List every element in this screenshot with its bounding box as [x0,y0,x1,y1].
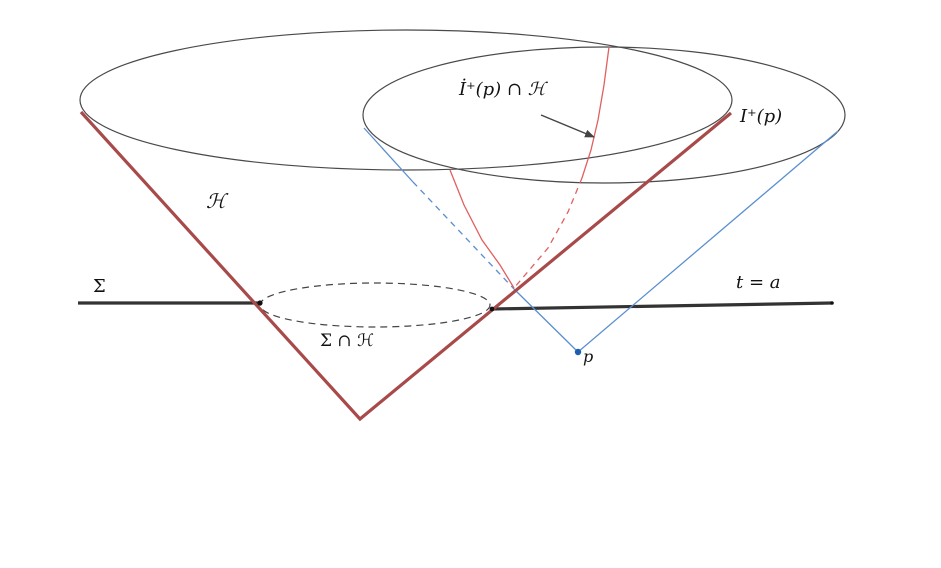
label-idot-cap-h: İ⁺(p) ∩ ℋ [458,77,549,100]
generator-left [449,169,515,289]
sigma-cap-h-ellipse [259,282,491,328]
time-slice-right [491,301,833,311]
pointer-arrow [540,114,595,138]
label-time-slice: t = a [736,272,781,293]
slice-edge-dot [489,306,495,312]
cone-of-p-left-solid-upper [363,127,414,183]
label-future-of-p: I⁺(p) [739,106,782,127]
label-horizon: ℋ [206,189,229,213]
point-p-marker [574,348,582,356]
sigma-edge-dot [257,300,263,306]
generator-right-dashed [513,177,583,289]
generator-right-solid [581,46,610,179]
horizon-h [79,110,733,422]
label-sigma-cap-h: Σ ∩ ℋ [320,331,374,351]
horizon-top-ellipse [79,29,733,171]
future-cone-top-ellipse [362,46,846,184]
cone-of-p-right [577,130,839,353]
slice-end-dot [830,301,834,305]
label-sigma: Σ [93,276,106,297]
cone-of-p-left-dashed [412,181,515,290]
label-point-p: p [583,347,593,366]
cone-of-p-left-solid-lower [513,288,579,353]
